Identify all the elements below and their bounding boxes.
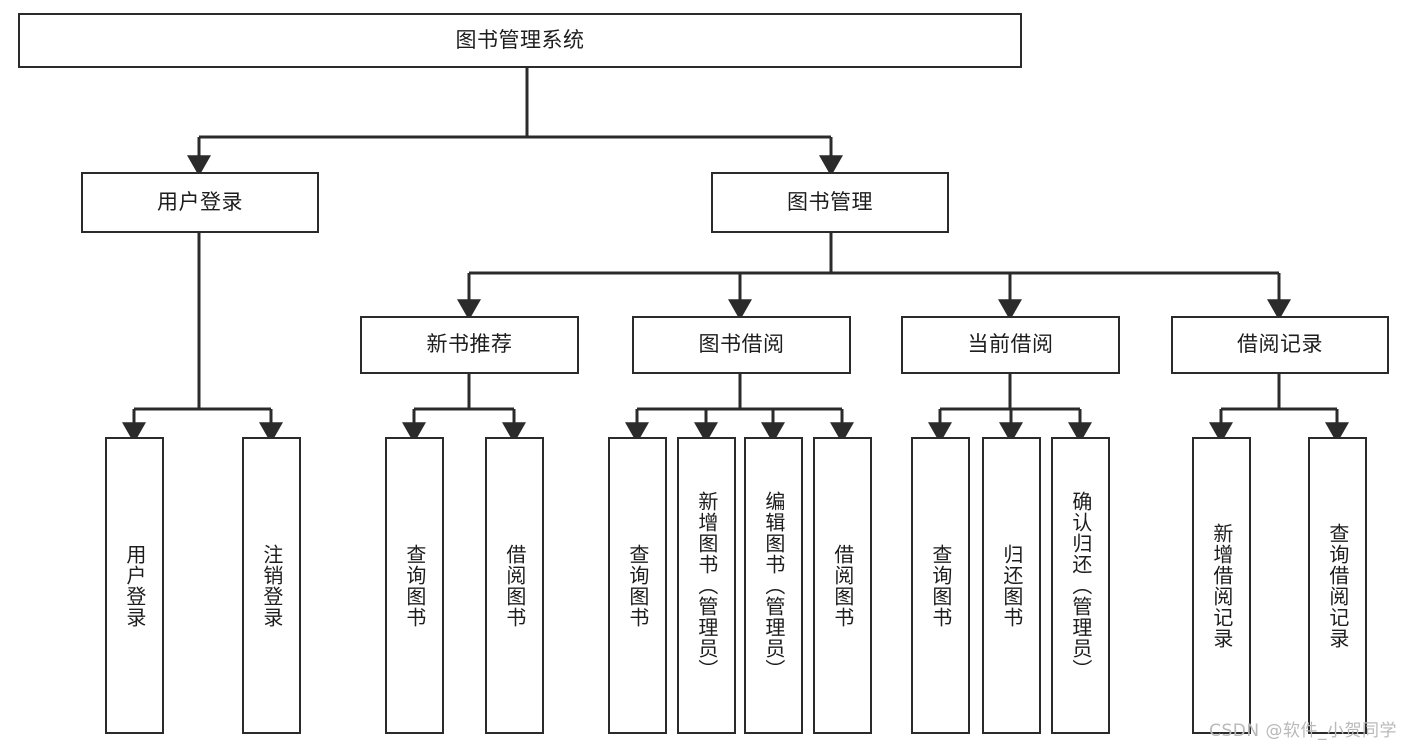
leaf-add-book-admin[interactable]: 新增图书（管理员） [677,437,736,734]
leaf-query-book-borrow-label: 查询图书 [625,543,650,628]
leaf-add-borrow-record-label: 新增借阅记录 [1209,522,1234,649]
leaf-user-login[interactable]: 用户登录 [105,437,164,734]
node-new-book-recommend[interactable]: 新书推荐 [360,316,579,374]
node-book-management[interactable]: 图书管理 [711,172,949,233]
leaf-user-login-label: 用户登录 [122,543,147,628]
node-root[interactable]: 图书管理系统 [18,13,1022,68]
leaf-borrow-book-label: 借阅图书 [830,543,855,628]
leaf-edit-book-admin[interactable]: 编辑图书（管理员） [744,437,803,734]
node-book-management-label: 图书管理 [787,189,873,214]
leaf-edit-book-admin-label: 编辑图书（管理员） [761,491,786,680]
leaf-user-logout[interactable]: 注销登录 [242,437,301,734]
leaf-query-book-current[interactable]: 查询图书 [911,437,970,734]
node-new-book-recommend-label: 新书推荐 [426,332,513,357]
node-user-login[interactable]: 用户登录 [81,172,319,233]
node-current-borrow-label: 当前借阅 [967,332,1054,357]
node-root-label: 图书管理系统 [455,27,585,52]
leaf-query-book-recommend[interactable]: 查询图书 [385,437,444,734]
leaf-query-borrow-record[interactable]: 查询借阅记录 [1308,437,1367,734]
leaf-confirm-return-admin-label: 确认归还（管理员） [1068,491,1093,680]
node-borrow-record[interactable]: 借阅记录 [1171,316,1389,374]
node-book-borrow-label: 图书借阅 [698,332,785,357]
leaf-query-borrow-record-label: 查询借阅记录 [1325,522,1350,649]
node-user-login-label: 用户登录 [157,189,243,214]
node-borrow-record-label: 借阅记录 [1237,332,1323,357]
leaf-add-book-admin-label: 新增图书（管理员） [694,491,719,680]
leaf-return-book-label: 归还图书 [999,543,1024,628]
leaf-return-book[interactable]: 归还图书 [982,437,1041,734]
leaf-user-logout-label: 注销登录 [259,543,284,628]
leaf-query-book-recommend-label: 查询图书 [402,543,427,628]
node-book-borrow[interactable]: 图书借阅 [632,316,851,374]
leaf-borrow-book[interactable]: 借阅图书 [813,437,872,734]
leaf-add-borrow-record[interactable]: 新增借阅记录 [1192,437,1251,734]
leaf-query-book-current-label: 查询图书 [928,543,953,628]
node-current-borrow[interactable]: 当前借阅 [901,316,1120,374]
leaf-borrow-book-recommend[interactable]: 借阅图书 [485,437,544,734]
leaf-query-book-borrow[interactable]: 查询图书 [608,437,667,734]
leaf-confirm-return-admin[interactable]: 确认归还（管理员） [1051,437,1110,734]
leaf-borrow-book-recommend-label: 借阅图书 [502,543,527,628]
